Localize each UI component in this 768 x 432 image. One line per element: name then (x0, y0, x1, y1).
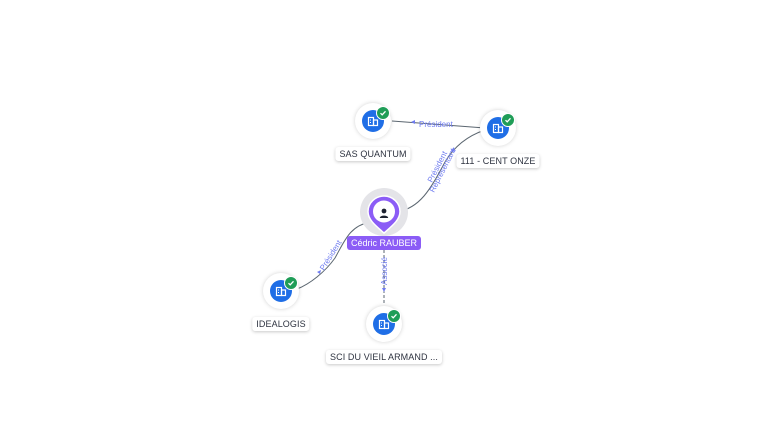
edge-center-idealogis: Président (296, 221, 371, 290)
edge-label-president: Président (318, 238, 344, 272)
edge-center-sci: Associé (380, 250, 389, 305)
verified-check-icon (376, 106, 390, 120)
node-label: IDEALOGIS (252, 317, 310, 331)
edge-label-president: Président (419, 120, 454, 129)
arrow-head-icon (411, 120, 415, 124)
arrow-head-icon (382, 288, 386, 292)
person-icon (378, 206, 390, 218)
verified-check-icon (387, 309, 401, 323)
verified-check-icon (284, 276, 298, 290)
person-label: Cédric RAUBER (346, 236, 422, 250)
arrow-head-icon (317, 270, 321, 274)
edge-center-cent-onze: Président Représentant (396, 129, 486, 213)
node-label: SAS QUANTUM (335, 147, 411, 161)
verified-check-icon (501, 113, 515, 127)
edge-label-associe: Associé (380, 256, 389, 285)
edge-cent-onze-sas-quantum: Président (391, 120, 486, 129)
node-label: 111 - CENT ONZE (456, 154, 540, 168)
node-label: SCI DU VIEIL ARMAND ... (326, 350, 442, 364)
arrow-head-icon (451, 147, 455, 152)
